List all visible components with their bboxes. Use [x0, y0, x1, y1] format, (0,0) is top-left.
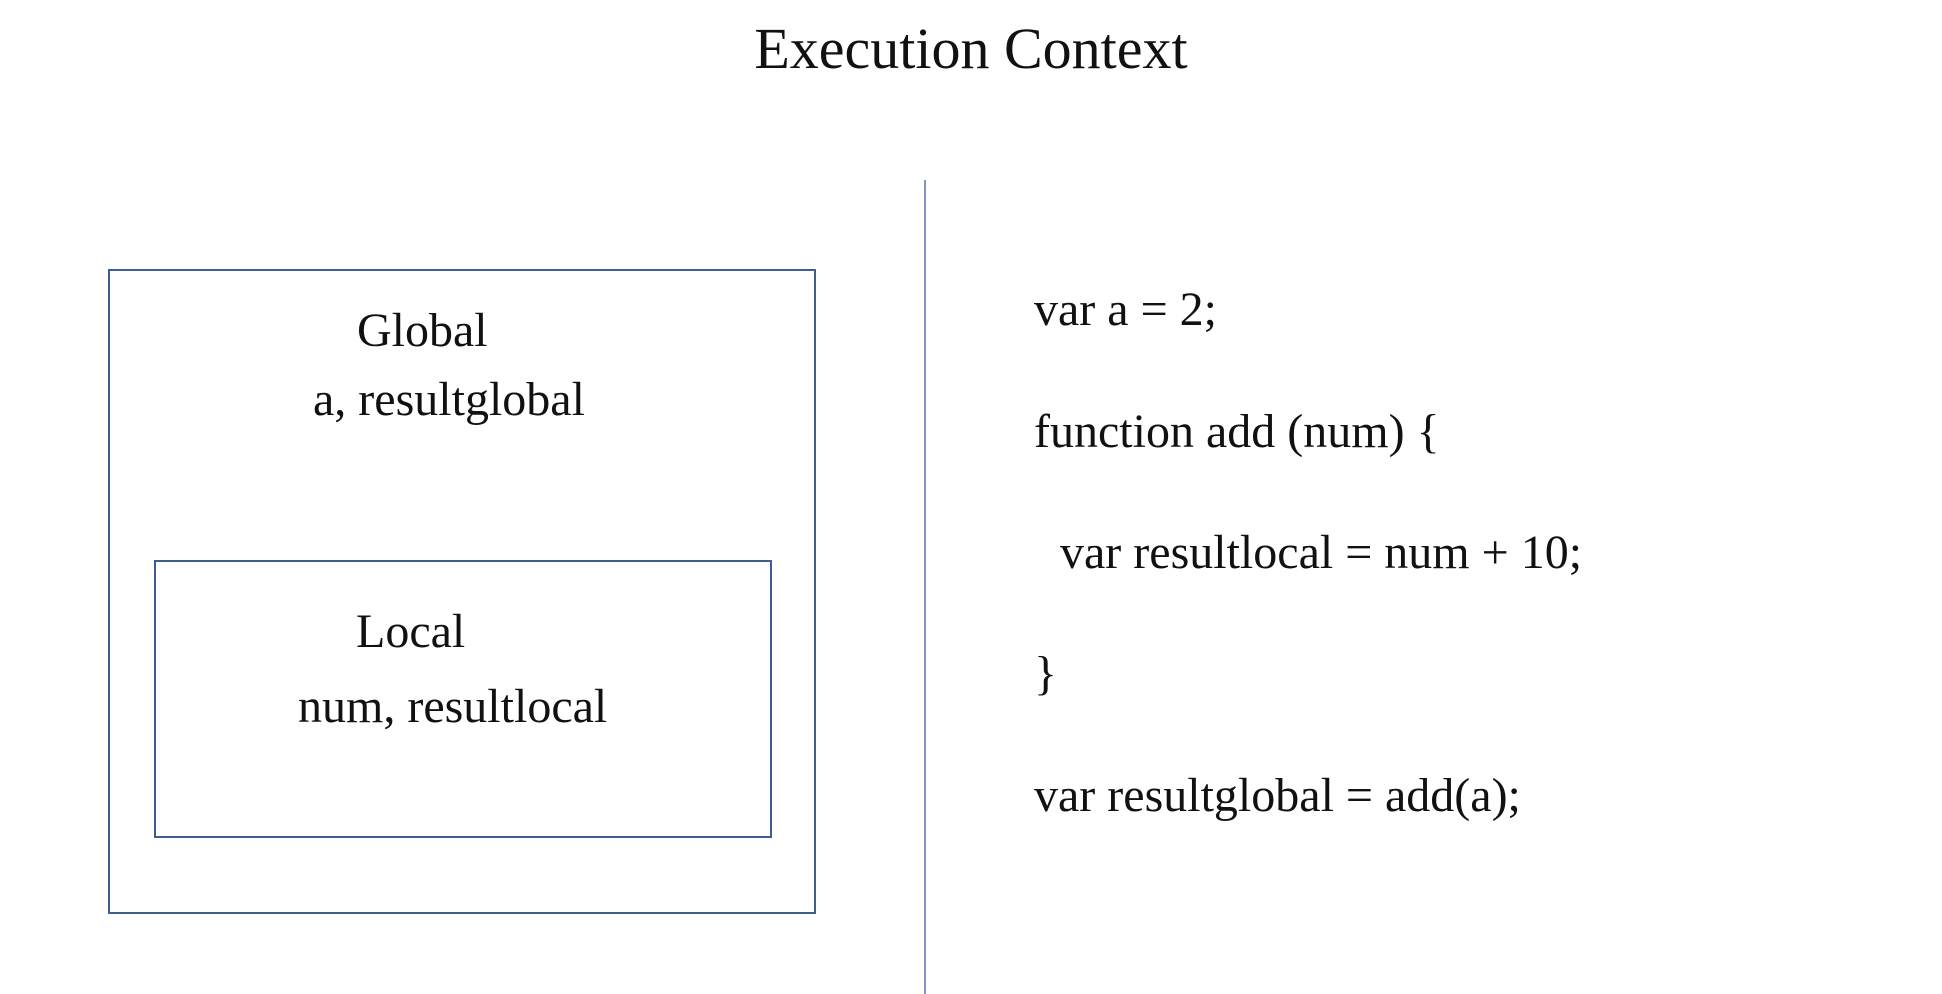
global-scope-variables: a, resultglobal — [313, 373, 585, 426]
vertical-divider — [924, 180, 926, 994]
global-scope-box — [108, 269, 816, 914]
code-line-closing-brace: } — [1034, 647, 1058, 700]
local-scope-label: Local — [356, 605, 466, 658]
global-scope-label: Global — [357, 304, 488, 357]
code-line-var-a: var a = 2; — [1034, 283, 1217, 336]
code-line-function-declaration: function add (num) { — [1034, 405, 1440, 458]
local-scope-box — [154, 560, 772, 838]
code-line-var-resultlocal: var resultlocal = num + 10; — [1060, 526, 1583, 579]
diagram-title: Execution Context — [754, 16, 1188, 81]
local-scope-variables: num, resultlocal — [298, 680, 608, 733]
code-line-var-resultglobal: var resultglobal = add(a); — [1034, 769, 1521, 822]
